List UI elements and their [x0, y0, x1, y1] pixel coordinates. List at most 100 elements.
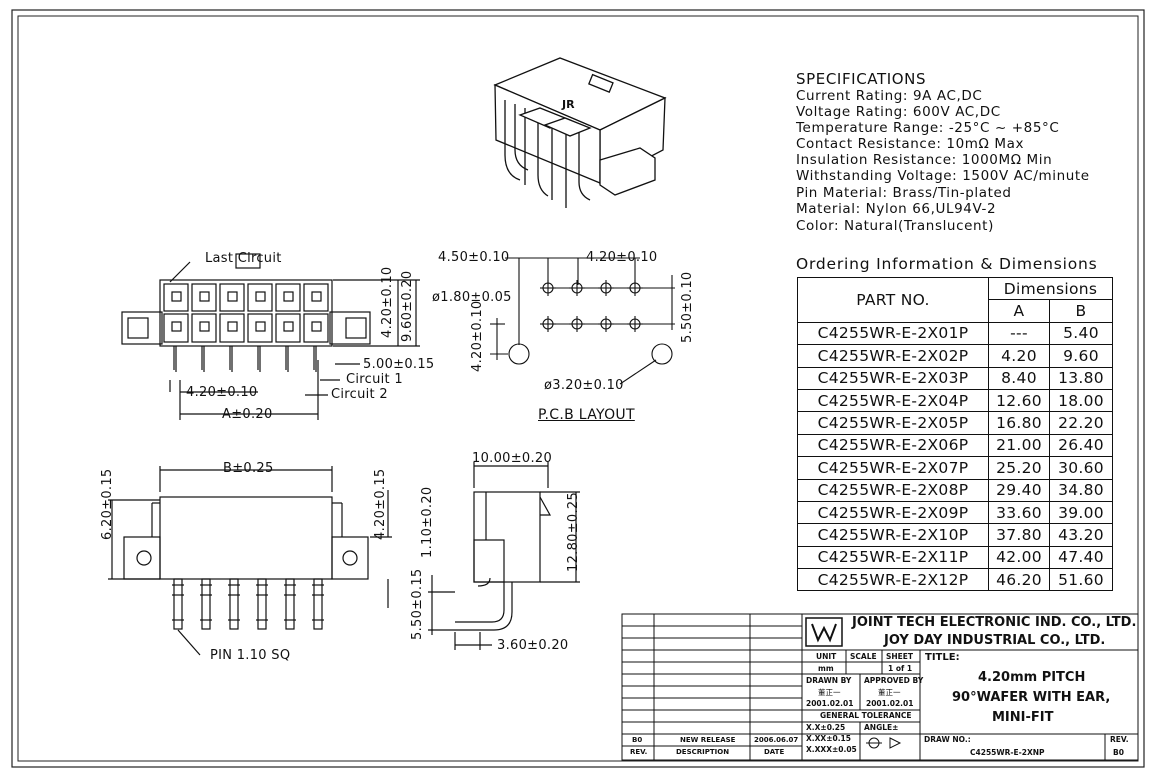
pcb-hole-dim: ø1.80±0.05: [432, 290, 512, 305]
company-name-2: JOY DAY INDUSTRIAL CO., LTD.: [884, 633, 1106, 648]
sheet-label: SHEET: [886, 652, 914, 661]
last-circuit-label: Last Circuit: [205, 251, 282, 266]
terminal-top: [283, 291, 294, 302]
terminal-top: [199, 291, 210, 302]
terminal-top: [227, 291, 238, 302]
unit-value: mm: [818, 664, 834, 673]
ordering-cell-a: 42.00: [988, 545, 1050, 570]
ordering-row: C4255WR-E-2X01P---5.40: [797, 321, 1113, 346]
front-h2-dim: 9.60±0.20: [400, 270, 415, 342]
ordering-cell-part: C4255WR-E-2X03P: [797, 366, 989, 390]
ordering-cell-b: 22.20: [1049, 411, 1113, 435]
cavity-top: [191, 283, 217, 312]
bottom-pin: [285, 578, 295, 630]
ordering-cell-b: 26.40: [1049, 433, 1113, 458]
ordering-cell-part: C4255WR-E-2X04P: [797, 388, 989, 413]
side-d1-dim: 1.10±0.20: [420, 486, 435, 558]
title-line-2: 90°WAFER WITH EAR,: [952, 690, 1111, 705]
history-date: 2006.06.07: [754, 736, 799, 744]
tolerance-label: GENERAL TOLERANCE: [820, 711, 912, 720]
terminal-top: [311, 291, 322, 302]
front-view: [121, 253, 420, 420]
bottom-r-dim: 4.20±0.15: [373, 468, 388, 540]
history-rev: B0: [632, 736, 643, 744]
bottom-h-dim: 6.20±0.15: [100, 468, 115, 540]
pcb-peg-dim: ø3.20±0.10: [544, 378, 624, 393]
ordering-cell-b: 51.60: [1049, 568, 1113, 592]
cavity-bottom: [219, 313, 245, 343]
front-tail-dim: 5.00±0.15: [363, 357, 435, 372]
terminal-bottom: [227, 321, 238, 332]
bottom-view: [108, 466, 392, 656]
ordering-cell-b: 43.20: [1049, 523, 1113, 547]
spec-line: Insulation Resistance: 1000MΩ Min: [796, 152, 1053, 168]
title-line-3: MINI-FIT: [992, 710, 1054, 725]
ordering-cell-a: 12.60: [988, 388, 1050, 413]
terminal-bottom: [283, 321, 294, 332]
ordering-cell-part: C4255WR-E-2X05P: [797, 411, 989, 435]
cavity-top: [303, 283, 329, 312]
column-date: DATE: [764, 748, 785, 756]
spec-line: Voltage Rating: 600V AC,DC: [796, 104, 1001, 120]
ordering-cell-b: 30.60: [1049, 456, 1113, 480]
ordering-cell-part: C4255WR-E-2X07P: [797, 456, 989, 480]
ordering-cell-b: 47.40: [1049, 545, 1113, 570]
terminal-bottom: [311, 321, 322, 332]
spec-line: Color: Natural(Translucent): [796, 218, 994, 234]
sheet-value: 1 of 1: [888, 664, 913, 673]
ordering-cell-part: C4255WR-E-2X01P: [797, 321, 989, 346]
ordering-table: PART NO. Dimensions A B C4255WR-E-2X01P-…: [797, 276, 1113, 592]
tolerance-3: X.XXX±0.05: [806, 745, 857, 754]
ordering-cell-a: 21.00: [988, 433, 1050, 458]
tolerance-1: X.X±0.25: [806, 723, 846, 732]
bottom-pin: [173, 578, 183, 630]
ordering-cell-a: 29.40: [988, 478, 1050, 502]
side-h-dim: 12.80±0.25: [566, 491, 581, 572]
drawn-date: 2001.02.01: [806, 699, 854, 708]
terminal-top: [171, 291, 182, 302]
ordering-title: Ordering Information & Dimensions: [796, 255, 1098, 273]
ordering-cell-b: 39.00: [1049, 500, 1113, 525]
cavity-bottom: [247, 313, 273, 343]
cavity-bottom: [191, 313, 217, 343]
cavity-bottom: [163, 313, 189, 343]
ordering-cell-part: C4255WR-E-2X10P: [797, 523, 989, 547]
side-d3-dim: 3.60±0.20: [497, 638, 569, 653]
spec-line: Contact Resistance: 10mΩ Max: [796, 136, 1025, 152]
column-description: DESCRIPTION: [676, 748, 730, 756]
scale-label: SCALE: [850, 652, 877, 661]
drawn-by-label: DRAWN BY: [806, 676, 852, 685]
header-dimensions: Dimensions: [988, 276, 1113, 301]
svg-text:JR: JR: [561, 98, 575, 111]
title-label: TITLE:: [925, 652, 960, 663]
bottom-pin: [201, 578, 211, 630]
ordering-cell-b: 13.80: [1049, 366, 1113, 390]
terminal-bottom: [199, 321, 210, 332]
pcb-pitch-dim: 4.20±0.10: [586, 250, 658, 265]
approved-date: 2001.02.01: [866, 699, 914, 708]
company-name-1: JOINT TECH ELECTRONIC IND. CO., LTD.: [852, 615, 1137, 630]
terminal-bottom: [171, 321, 182, 332]
ordering-cell-a: 37.80: [988, 523, 1050, 547]
header-part-no: PART NO.: [797, 277, 989, 323]
circuit2-label: Circuit 2: [331, 387, 388, 402]
ordering-cell-b: 5.40: [1049, 321, 1113, 346]
spec-line: Withstanding Voltage: 1500V AC/minute: [796, 168, 1090, 184]
connector-3d-view: JR: [493, 57, 667, 208]
spec-line: Current Rating: 9A AC,DC: [796, 88, 983, 104]
bottom-pin: [229, 578, 239, 630]
terminal-top: [255, 291, 266, 302]
ordering-cell-part: C4255WR-E-2X09P: [797, 500, 989, 525]
ordering-cell-a: 25.20: [988, 456, 1050, 480]
bottom-pin: [257, 578, 267, 630]
spec-line: Temperature Range: -25°C ~ +85°C: [796, 120, 1060, 136]
front-pitch-dim: 4.20±0.10: [186, 385, 258, 400]
